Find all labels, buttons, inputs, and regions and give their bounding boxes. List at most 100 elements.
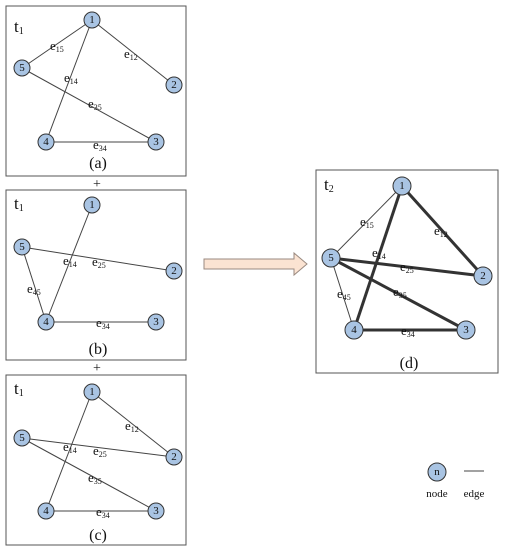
plus-sign-2: + <box>93 361 101 376</box>
edge-label-5-3: e35 <box>393 284 407 300</box>
edge-5-3 <box>330 256 467 332</box>
node-label-4: 4 <box>43 316 49 328</box>
edge-label-5-4: e45 <box>337 286 351 302</box>
edge-label-5-3: e35 <box>88 96 102 112</box>
node-label-3: 3 <box>153 136 159 148</box>
plus-sign-1: + <box>93 177 101 192</box>
edge-1-2 <box>91 391 175 458</box>
edge-1-5 <box>21 19 93 69</box>
node-label-3: 3 <box>153 505 159 517</box>
node-label-5: 5 <box>19 241 25 253</box>
edge-1-2 <box>91 19 175 86</box>
edge-1-4 <box>352 185 404 331</box>
node-1 <box>83 383 101 401</box>
panel-c-graph: e12 e14 e25 e35 e34 1 2 3 4 5 t1 (c) <box>13 379 183 544</box>
edge-5-2 <box>21 246 175 272</box>
node-2 <box>165 262 183 280</box>
panel-caption: (b) <box>89 341 108 358</box>
node-2 <box>473 266 493 286</box>
time-label: t1 <box>14 379 24 399</box>
panel-a-graph: e15 e12 e14 e35 e34 1 2 3 4 5 t1 (a) <box>13 11 183 172</box>
edge-label-4-3: e34 <box>401 323 415 339</box>
node-1 <box>392 176 412 196</box>
panel-c-frame <box>5 374 187 546</box>
edge-label-1-4: e14 <box>63 253 77 269</box>
node-label-3: 3 <box>153 316 159 328</box>
node-3 <box>456 320 476 340</box>
node-1 <box>83 196 101 214</box>
panel-caption: (d) <box>400 355 419 372</box>
edge-label-1-2: e12 <box>125 418 139 434</box>
node-3 <box>147 502 165 520</box>
node-3 <box>147 313 165 331</box>
edge-1-4 <box>45 19 93 143</box>
edge-label-1-2: e12 <box>124 46 138 62</box>
edge-1-4 <box>45 391 93 512</box>
edge-5-4 <box>330 257 355 331</box>
panel-caption: (c) <box>89 527 107 544</box>
node-label-2: 2 <box>171 451 177 463</box>
edge-label-1-4: e14 <box>63 439 77 455</box>
node-label-1: 1 <box>399 180 405 192</box>
node-label-2: 2 <box>480 270 486 282</box>
node-4 <box>37 502 55 520</box>
node-4 <box>37 133 55 151</box>
edge-label-5-2: e25 <box>92 254 106 270</box>
legend-node-icon <box>427 462 447 482</box>
edge-label-1-4: e14 <box>64 70 78 86</box>
legend-node-label: node <box>426 488 448 500</box>
node-label-5: 5 <box>19 432 25 444</box>
edge-label-5-4: e45 <box>27 281 41 297</box>
panel-b-frame <box>5 189 187 361</box>
edge-label-1-5: e15 <box>360 214 374 230</box>
node-label-5: 5 <box>328 252 334 264</box>
edge-label-5-2: e25 <box>93 443 107 459</box>
edge-1-2 <box>400 184 485 278</box>
panel-caption: (a) <box>89 155 107 172</box>
edge-label-1-2: e12 <box>434 223 448 239</box>
time-label: t1 <box>14 17 24 37</box>
node-label-2: 2 <box>171 265 177 277</box>
node-1 <box>83 11 101 29</box>
edge-label-1-4: e14 <box>372 245 386 261</box>
node-5 <box>13 429 31 447</box>
edge-5-4 <box>21 246 47 323</box>
node-label-5: 5 <box>19 62 25 74</box>
node-3 <box>147 133 165 151</box>
edge-5-2 <box>330 256 484 278</box>
node-2 <box>165 448 183 466</box>
node-5 <box>321 248 341 268</box>
legend-edge-label: edge <box>464 488 485 500</box>
time-label: t2 <box>324 175 334 195</box>
node-label-2: 2 <box>171 79 177 91</box>
edge-label-5-3: e35 <box>88 470 102 486</box>
edge-5-2 <box>21 437 175 458</box>
node-5 <box>13 238 31 256</box>
edge-label-1-5: e15 <box>50 38 64 54</box>
time-label: t1 <box>14 194 24 214</box>
edge-5-3 <box>21 437 157 512</box>
node-label-1: 1 <box>89 14 95 26</box>
edge-label-4-3: e34 <box>96 315 110 331</box>
node-label-1: 1 <box>89 386 95 398</box>
node-label-3: 3 <box>463 324 469 336</box>
node-4 <box>37 313 55 331</box>
legend-node-symbol: n <box>434 466 440 478</box>
node-5 <box>13 59 31 77</box>
node-label-1: 1 <box>89 199 95 211</box>
edge-1-5 <box>330 185 403 259</box>
edge-label-4-3: e34 <box>93 137 107 153</box>
transition-arrow-icon <box>203 251 308 277</box>
edge-5-3 <box>21 67 157 143</box>
node-label-4: 4 <box>43 136 49 148</box>
node-4 <box>344 320 364 340</box>
node-2 <box>165 76 183 94</box>
legend: n node edge <box>426 462 485 500</box>
edge-label-4-3: e34 <box>96 504 110 520</box>
edge-1-4 <box>45 204 93 323</box>
edge-label-5-2: e25 <box>400 259 414 275</box>
node-label-4: 4 <box>43 505 49 517</box>
panel-b-graph: e14 e25 e45 e34 1 2 3 4 5 t1 (b) <box>13 194 183 358</box>
